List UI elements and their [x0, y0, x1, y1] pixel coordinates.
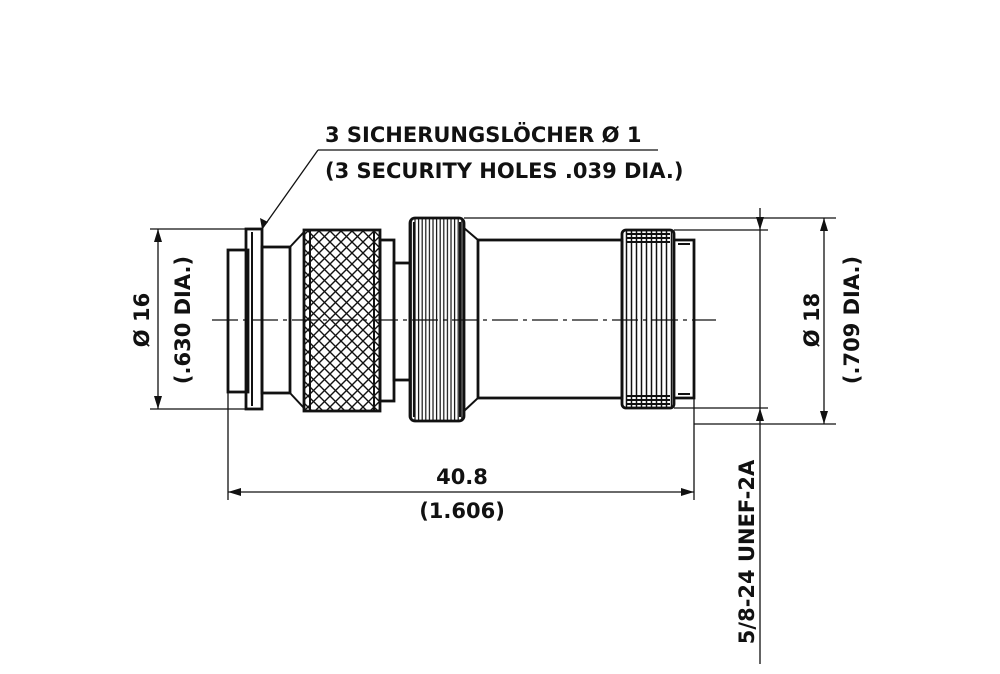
thread-spec: 5/8-24 UNEF-2A [735, 459, 759, 644]
length-dimension [227, 392, 695, 500]
main-body [476, 238, 624, 400]
right-dia-in: (.709 DIA.) [840, 256, 864, 384]
threaded-section [620, 228, 676, 410]
thread-dimension [674, 208, 768, 664]
right-dia-mm: Ø 18 [800, 293, 824, 347]
rear-shell [226, 248, 250, 394]
front-end [674, 238, 696, 400]
length-in: (1.606) [419, 499, 505, 523]
note-line1: 3 SICHERUNGSLÖCHER Ø 1 [325, 122, 641, 147]
left-dia-in: (.630 DIA.) [171, 256, 195, 384]
left-dia-dimension [150, 228, 246, 410]
security-holes-leader [260, 149, 658, 230]
length-mm: 40.8 [436, 465, 488, 489]
note-line2: (3 SECURITY HOLES .039 DIA.) [325, 159, 683, 183]
left-dia-mm: Ø 16 [130, 293, 154, 347]
step [392, 261, 412, 382]
right-dia-dimension [464, 217, 836, 425]
